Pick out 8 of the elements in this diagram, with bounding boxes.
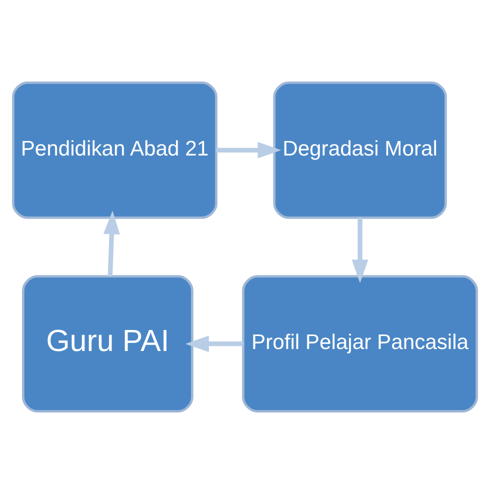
node-box: Guru PAI: [22, 275, 194, 412]
arrow: [216, 142, 282, 158]
arrow: [352, 218, 368, 284]
node-box: Profil Pelajar Pancasila: [242, 275, 478, 412]
arrow: [103, 210, 120, 276]
node-box: Pendidikan Abad 21: [12, 82, 218, 219]
node-box: Degradasi Moral: [273, 82, 447, 219]
arrow: [185, 336, 244, 352]
